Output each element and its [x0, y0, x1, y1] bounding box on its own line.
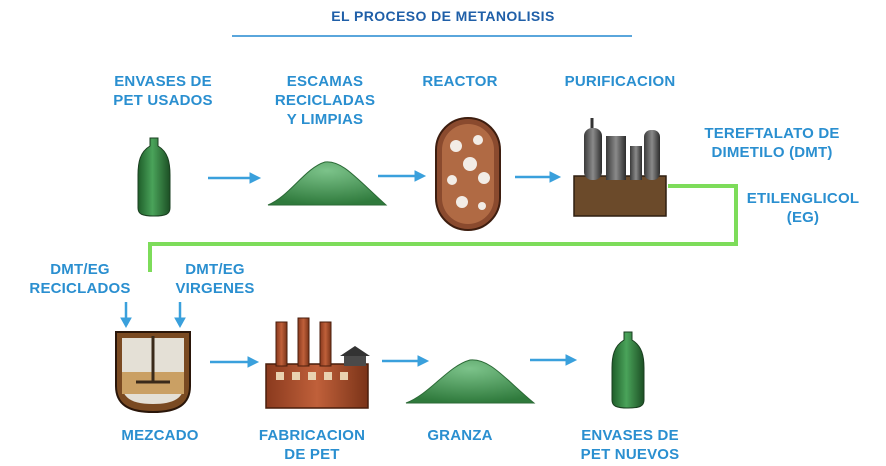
diagram-title: EL PROCESO DE METANOLISIS [331, 8, 555, 24]
label-envases-usados: ENVASES DE PET USADOS [113, 73, 213, 109]
pellet-pile-icon [405, 359, 536, 404]
bottle-icon [137, 137, 171, 217]
label-mezcado: MEZCADO [121, 427, 199, 444]
label-reactor: REACTOR [422, 73, 498, 90]
label-granza: GRANZA [427, 427, 493, 444]
arrow-icon [382, 355, 430, 367]
bottle-icon [611, 331, 645, 409]
mixer-icon [115, 331, 191, 414]
label-dmt: TEREFTALATO DE DIMETILO (DMT) [704, 125, 840, 161]
arrow-icon [174, 302, 186, 329]
reactor-icon [435, 117, 501, 231]
arrow-icon [210, 356, 260, 368]
label-dmt-eg-virgenes: DMT/EG VIRGENES [175, 261, 255, 297]
arrow-icon [120, 302, 132, 329]
flake-pile-icon [267, 161, 388, 206]
label-purificacion: PURIFICACION [564, 73, 676, 90]
label-eg: ETILENGLICOL (EG) [746, 190, 860, 226]
title-underline [232, 35, 632, 37]
label-escamas: ESCAMAS RECICLADAS Y LIMPIAS [274, 73, 376, 128]
factory-icon [265, 317, 370, 409]
arrow-icon [530, 354, 578, 366]
label-dmt-eg-reciclados: DMT/EG RECICLADOS [29, 261, 131, 297]
label-fabricacion: FABRICACION DE PET [258, 427, 366, 463]
arrow-icon [208, 172, 262, 184]
arrow-icon [378, 170, 427, 182]
recycle-pipe [148, 184, 738, 272]
purification-plant-icon [573, 118, 667, 217]
arrow-icon [515, 171, 562, 183]
label-envases-nuevos: ENVASES DE PET NUEVOS [580, 427, 680, 463]
